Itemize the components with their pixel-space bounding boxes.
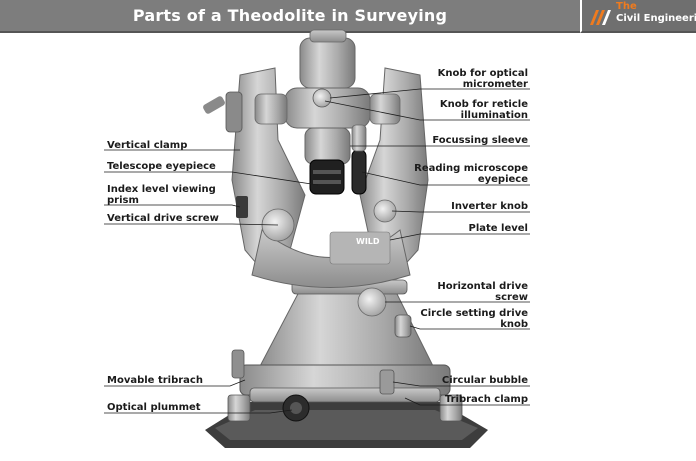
page-title: Parts of a Theodolite in Surveying (132, 6, 448, 25)
leader-circle-setting-knob (409, 325, 530, 330)
logo-text-the: The (616, 1, 637, 12)
leader-plate-level (389, 233, 530, 241)
label-knob-optical-micrometer: Knob for optical micrometer (437, 68, 528, 90)
label-horizontal-drive-screw: Horizontal drive screw (437, 281, 528, 303)
leader-reading-microscope (361, 171, 530, 186)
logo-text-civil-engineering: Civil Engineering (616, 13, 696, 24)
title-banner: Parts of a Theodolite in Surveying (0, 0, 580, 33)
leader-movable-tribrach (104, 379, 246, 387)
label-knob-reticle-illumination: Knob for reticle illumination (439, 99, 528, 121)
leader-circular-bubble (392, 381, 530, 387)
leader-telescope-eyepiece (104, 171, 319, 186)
instrument-brand-plate: WILD (356, 237, 380, 246)
label-circle-setting-drive-knob: Circle setting drive knob (420, 308, 528, 330)
telescope (254, 29, 401, 195)
label-movable-tribrach: Movable tribrach (107, 375, 203, 386)
label-vertical-drive-screw: Vertical drive screw (107, 213, 219, 224)
label-vertical-clamp: Vertical clamp (107, 140, 188, 151)
leader-index-level-prism (104, 204, 241, 208)
leader-vertical-drive-screw (104, 223, 279, 226)
tribrach-base (205, 394, 488, 448)
label-optical-plummet: Optical plummet (107, 402, 201, 413)
leader-inverter-knob (391, 210, 530, 213)
label-reading-microscope-eyepiece: Reading microscope eyepiece (414, 163, 528, 185)
label-telescope-eyepiece: Telescope eyepiece (107, 161, 216, 172)
leader-reticle-illumination (324, 100, 530, 121)
label-tribrach-clamp: Tribrach clamp (444, 394, 528, 405)
leader-optical-plummet (104, 409, 293, 414)
label-plate-level: Plate level (468, 223, 529, 234)
label-index-level-viewing-prism: Index level viewing prism (107, 184, 216, 206)
brand-logo-icon (590, 10, 611, 25)
leader-lines (104, 88, 530, 414)
label-inverter-knob: Inverter knob (451, 201, 528, 212)
brand-logo[interactable]: The Civil Engineering (580, 0, 696, 33)
label-focussing-sleeve: Focussing sleeve (432, 135, 528, 146)
leader-optical-micrometer (329, 88, 530, 99)
label-circular-bubble: Circular bubble (441, 375, 528, 386)
leader-tribrach-clamp (404, 397, 530, 406)
